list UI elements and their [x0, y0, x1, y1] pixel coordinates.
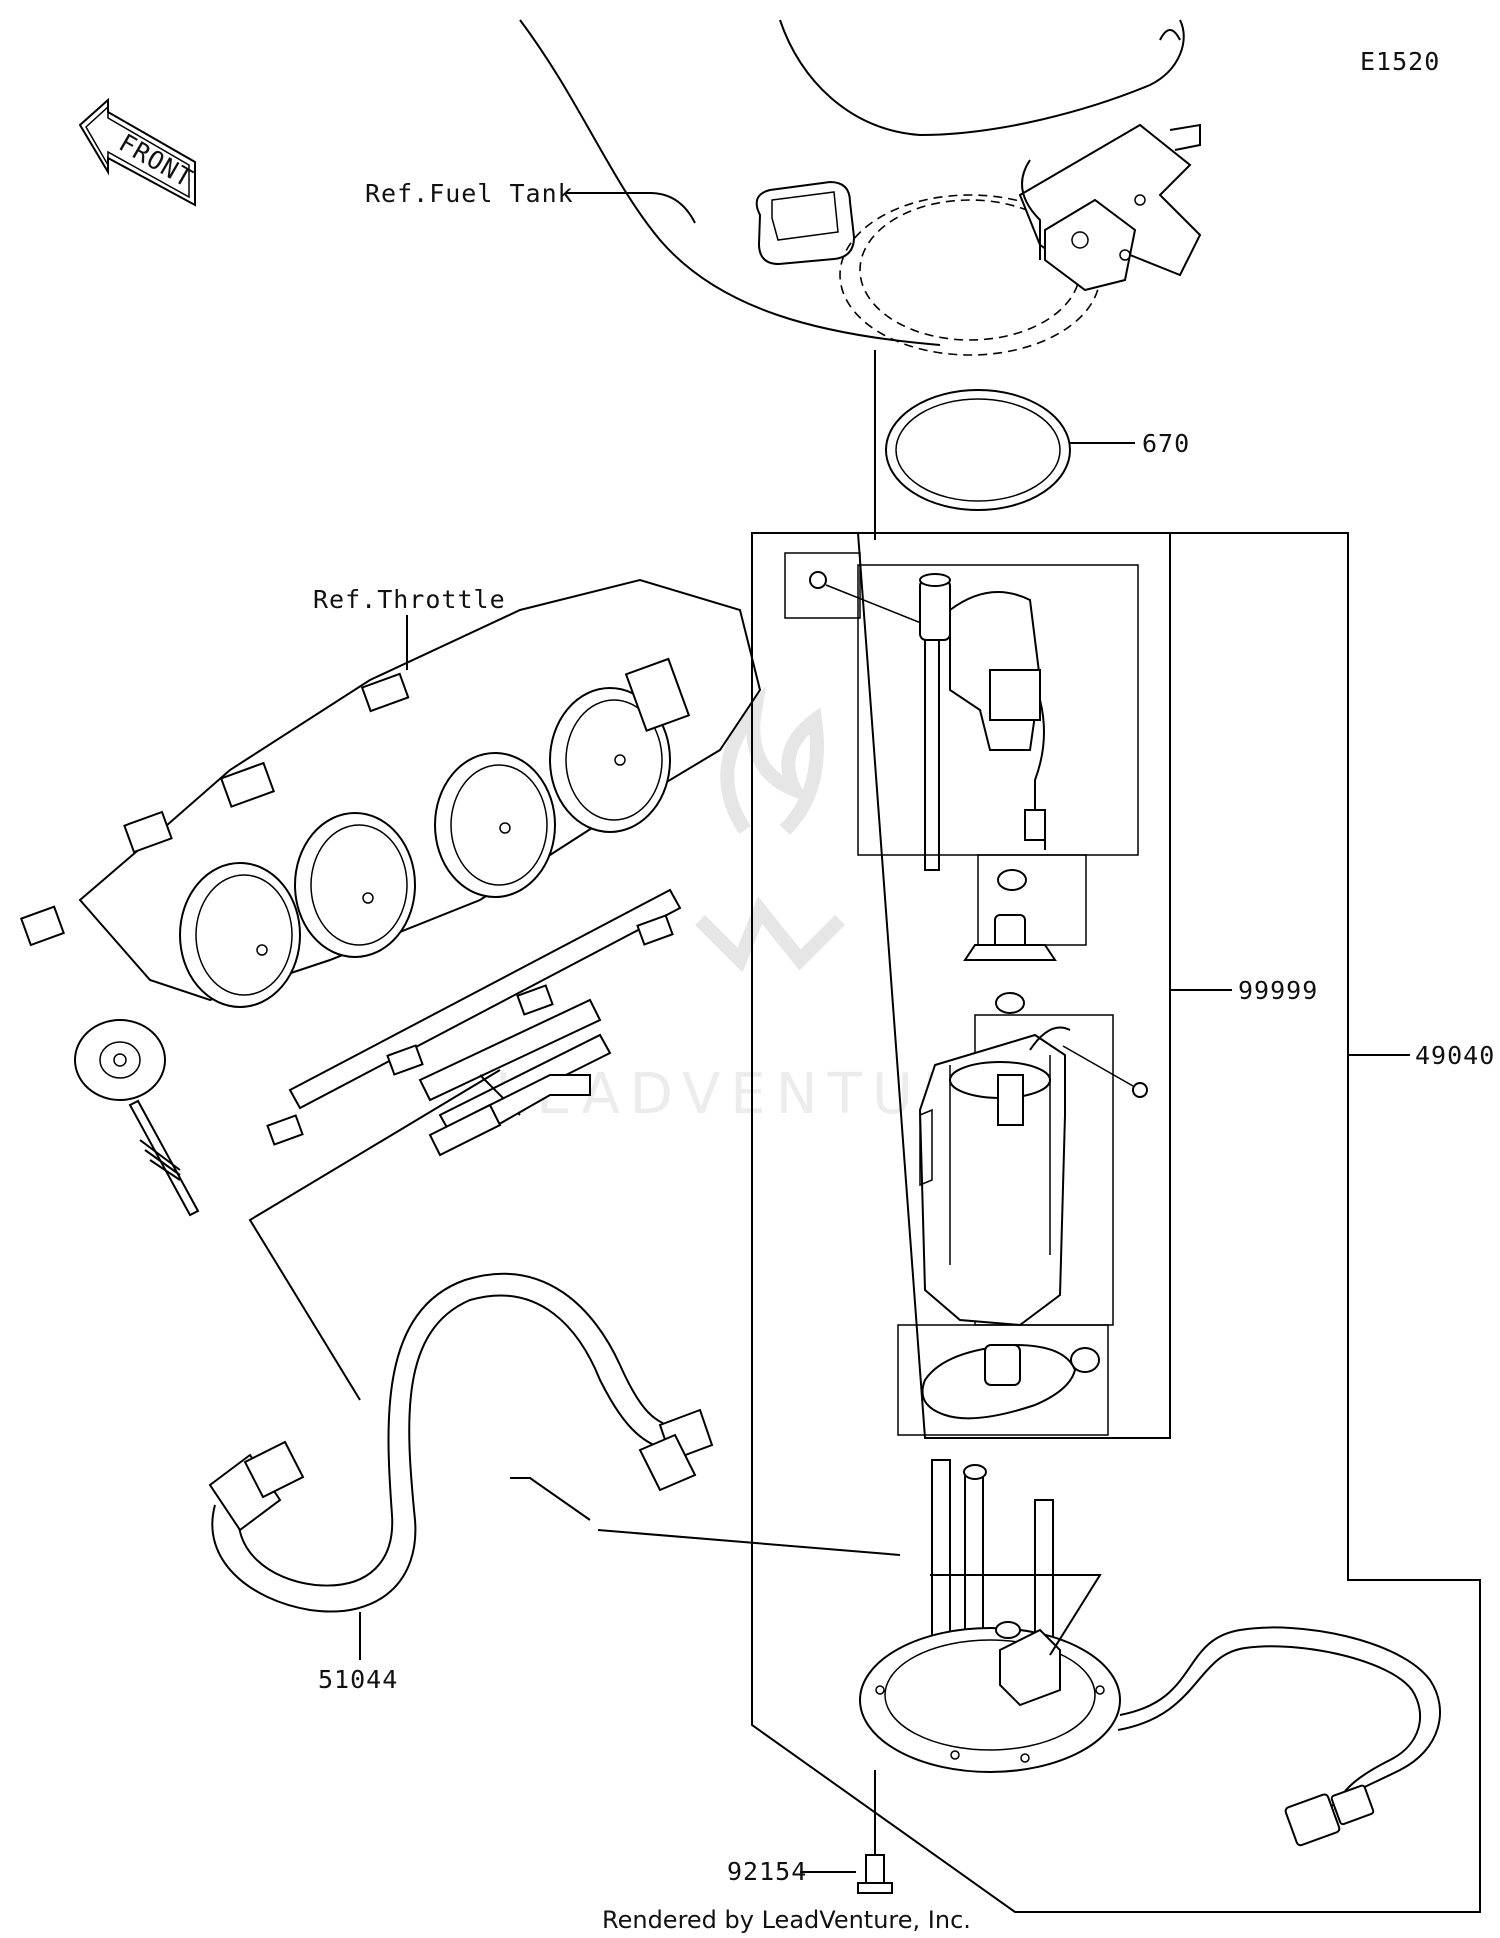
fuel-level-sender [919, 573, 1046, 871]
ref-fuel-tank-label: Ref.Fuel Tank [365, 179, 574, 208]
watermark-logo [695, 685, 845, 973]
part-label-99999: 99999 [1238, 976, 1318, 1005]
fuel-hose-51044 [208, 1272, 714, 1613]
throttle-body-assembly [19, 578, 762, 1217]
part-label-49040: 49040 [1415, 1041, 1495, 1070]
bolt-92154 [857, 1770, 893, 1894]
assembly-frame-49040 [751, 532, 1481, 1913]
ref-throttle-label: Ref.Throttle [313, 585, 506, 614]
pressure-regulator [963, 914, 1057, 961]
part-label-670: 670 [1142, 429, 1190, 458]
fuel-pump-housing [918, 1026, 1071, 1327]
front-arrow: FRONT [78, 97, 198, 207]
o-ring-670 [885, 389, 1071, 511]
subassembly-frame-99999 [856, 532, 1171, 1439]
diagram-code: E1520 [1360, 47, 1440, 76]
footer-credit: Rendered by LeadVenture, Inc. [602, 1906, 971, 1934]
pump-base-filter [921, 1343, 1077, 1420]
pump-flange-bracket [859, 1459, 1121, 1773]
part-label-92154: 92154 [727, 1857, 807, 1886]
fuel-tank [519, 19, 1202, 356]
wiring-harness [1117, 1626, 1441, 1847]
part-label-51044: 51044 [318, 1665, 398, 1694]
